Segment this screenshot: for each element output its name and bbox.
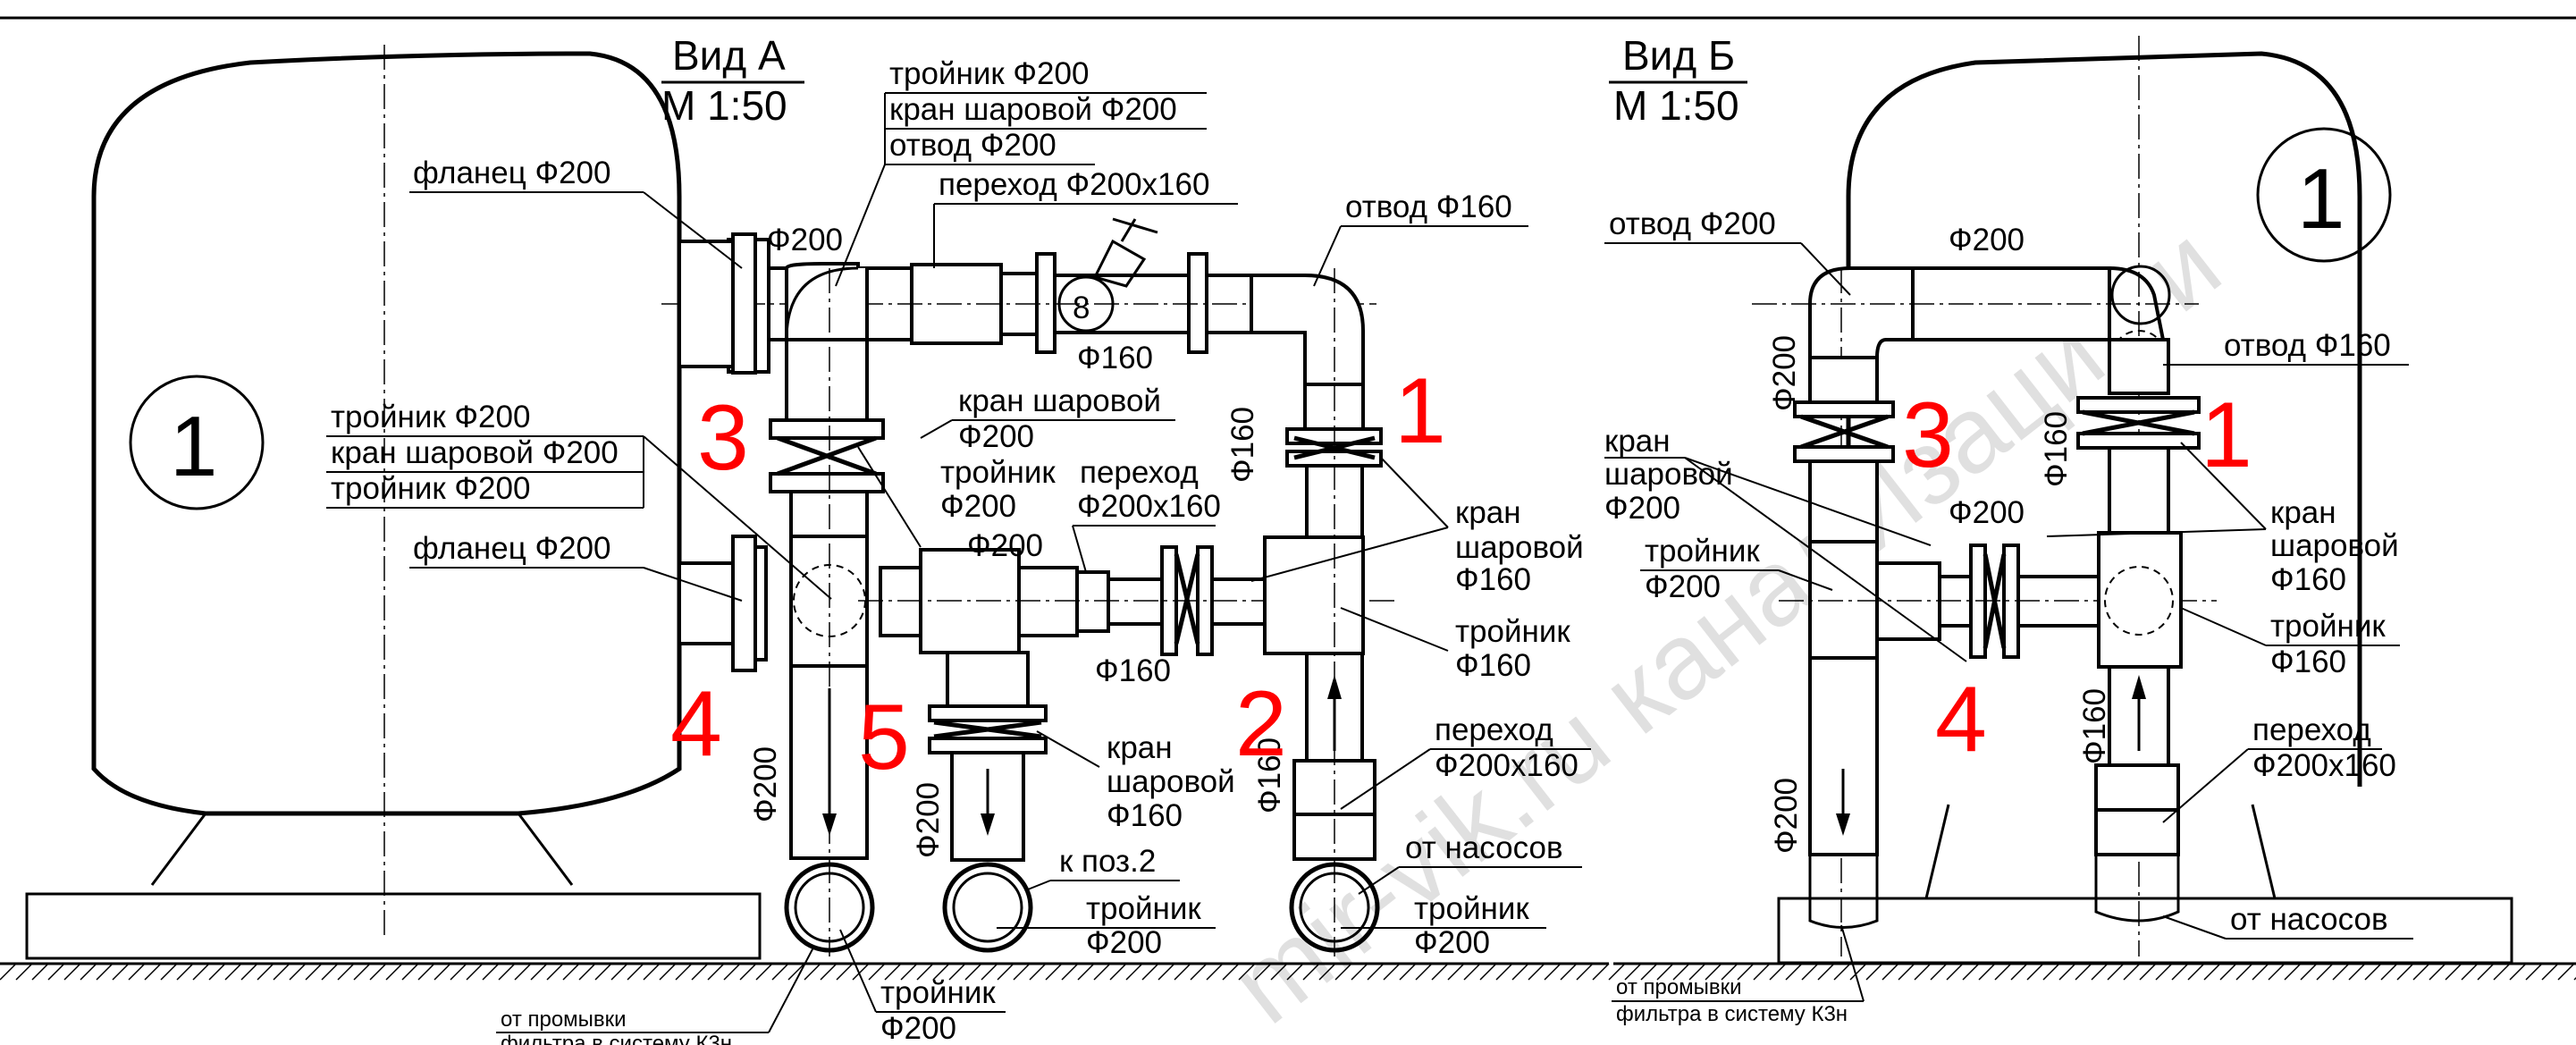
svg-text:Ф200: Ф200 — [880, 1011, 956, 1045]
svg-text:фланец Ф200: фланец Ф200 — [413, 531, 610, 566]
svg-text:от промывки: от промывки — [501, 1007, 627, 1032]
position-8-label: 8 — [1073, 291, 1090, 325]
svg-text:Ф160: Ф160 — [1225, 407, 1260, 483]
marker-4-b: 4 — [1935, 668, 1987, 771]
svg-text:Ф200: Ф200 — [1767, 335, 1802, 411]
svg-text:фланец Ф200: фланец Ф200 — [413, 156, 610, 190]
marker-1-b: 1 — [2201, 383, 2252, 487]
filter-number-circle-a — [129, 375, 265, 510]
svg-text:тройник: тройник — [1414, 891, 1529, 926]
svg-text:Ф160: Ф160 — [2270, 562, 2346, 597]
view-b: 1 Вид Б М 1:50 — [1609, 32, 2576, 965]
svg-text:переход: переход — [1435, 712, 1553, 747]
svg-text:Ф200х160: Ф200х160 — [1435, 748, 1578, 783]
svg-text:Ф200: Ф200 — [958, 419, 1034, 454]
filter-tank-b — [1846, 51, 2362, 787]
svg-text:переход Ф200х160: переход Ф200х160 — [939, 167, 1209, 202]
svg-text:кран шаровой Ф200: кран шаровой Ф200 — [889, 92, 1177, 127]
view-a-scale: М 1:50 — [661, 82, 787, 129]
foundation-a — [25, 892, 762, 960]
svg-text:Ф200: Ф200 — [1414, 925, 1490, 960]
svg-text:отвод Ф200: отвод Ф200 — [889, 128, 1056, 163]
svg-text:от промывки: от промывки — [1616, 975, 1742, 999]
marker-3-a: 3 — [697, 386, 749, 490]
svg-text:Ф200: Ф200 — [1949, 495, 2025, 530]
svg-text:к поз.2: к поз.2 — [1059, 844, 1156, 879]
view-a: 1 Вид А М 1:50 8 — [0, 32, 1609, 965]
svg-text:Ф200: Ф200 — [1086, 925, 1162, 960]
svg-text:от насосов: от насосов — [2230, 902, 2388, 937]
svg-text:Ф200: Ф200 — [1645, 569, 1721, 604]
svg-text:Ф160: Ф160 — [2270, 645, 2346, 679]
svg-text:кран: кран — [2270, 495, 2336, 530]
svg-text:Ф160: Ф160 — [1455, 648, 1531, 683]
svg-text:1: 1 — [2297, 151, 2344, 247]
svg-text:отвод Ф160: отвод Ф160 — [1345, 190, 1512, 224]
svg-text:кран шаровой: кран шаровой — [958, 383, 1161, 418]
svg-text:Ф200х160: Ф200х160 — [1077, 489, 1221, 524]
svg-text:Ф200: Ф200 — [1604, 491, 1680, 526]
svg-text:кран: кран — [1107, 730, 1173, 765]
svg-text:1: 1 — [170, 399, 217, 494]
view-a-title: Вид А — [672, 32, 786, 79]
svg-text:шаровой: шаровой — [2270, 528, 2399, 563]
svg-text:кран шаровой Ф200: кран шаровой Ф200 — [331, 435, 619, 470]
svg-text:переход: переход — [1080, 455, 1199, 490]
marker-3-b: 3 — [1902, 383, 1954, 487]
svg-text:от насосов: от насосов — [1405, 830, 1563, 865]
svg-text:Ф160: Ф160 — [2077, 688, 2112, 764]
svg-text:тройник: тройник — [1645, 534, 1760, 569]
svg-text:тройник: тройник — [880, 975, 996, 1010]
svg-text:тройник: тройник — [1455, 614, 1570, 649]
svg-text:шаровой: шаровой — [1604, 457, 1733, 492]
svg-text:Ф200: Ф200 — [767, 223, 843, 257]
svg-text:кран: кран — [1604, 424, 1671, 459]
svg-text:переход: переход — [2252, 712, 2371, 747]
svg-text:шаровой: шаровой — [1107, 764, 1235, 799]
svg-text:Ф200: Ф200 — [748, 746, 783, 822]
svg-text:тройник Ф200: тройник Ф200 — [331, 400, 530, 434]
svg-text:тройник: тройник — [2270, 609, 2386, 644]
marker-4-a: 4 — [670, 672, 722, 776]
svg-text:Ф160: Ф160 — [1455, 562, 1531, 597]
svg-text:тройник: тройник — [1086, 891, 1201, 926]
svg-text:Ф160: Ф160 — [1095, 653, 1171, 688]
svg-text:тройник: тройник — [940, 455, 1056, 490]
svg-text:Ф200: Ф200 — [1949, 223, 2025, 257]
svg-text:Ф160: Ф160 — [1252, 737, 1287, 813]
svg-text:отвод Ф160: отвод Ф160 — [2224, 328, 2391, 363]
svg-text:Ф200: Ф200 — [911, 782, 946, 858]
svg-text:фильтра в систему К3н: фильтра в систему К3н — [501, 1032, 732, 1045]
svg-text:кран: кран — [1455, 495, 1521, 530]
svg-text:Ф200: Ф200 — [1769, 778, 1804, 854]
foundation-b — [1777, 897, 2513, 965]
svg-text:отвод Ф200: отвод Ф200 — [1609, 206, 1776, 241]
svg-text:Ф200: Ф200 — [967, 528, 1043, 563]
marker-1-a: 1 — [1394, 359, 1446, 463]
svg-text:Ф160: Ф160 — [1077, 341, 1153, 375]
filter-number-circle-b — [2256, 127, 2392, 263]
svg-text:фильтра в систему К3н: фильтра в систему К3н — [1616, 1002, 1848, 1026]
svg-text:шаровой: шаровой — [1455, 530, 1584, 565]
svg-text:Ф200: Ф200 — [940, 489, 1016, 524]
view-b-scale: М 1:50 — [1613, 82, 1739, 129]
view-b-title: Вид Б — [1622, 32, 1735, 79]
svg-text:тройник Ф200: тройник Ф200 — [331, 471, 530, 506]
marker-2-a: 2 — [1235, 672, 1287, 776]
svg-text:Ф200х160: Ф200х160 — [2252, 748, 2396, 783]
view-a-labels: тройник Ф200 кран шаровой Ф200 отвод Ф20… — [326, 56, 1591, 1045]
svg-text:Ф160: Ф160 — [2039, 411, 2074, 487]
svg-text:тройник Ф200: тройник Ф200 — [889, 56, 1089, 91]
ground-hatch-lines — [0, 963, 2576, 981]
svg-text:Ф160: Ф160 — [1107, 798, 1183, 833]
view-b-labels: отвод Ф200 Ф200 отвод Ф160 Ф200 Ф160 кра… — [1604, 206, 2413, 1026]
marker-5-a: 5 — [858, 686, 910, 789]
